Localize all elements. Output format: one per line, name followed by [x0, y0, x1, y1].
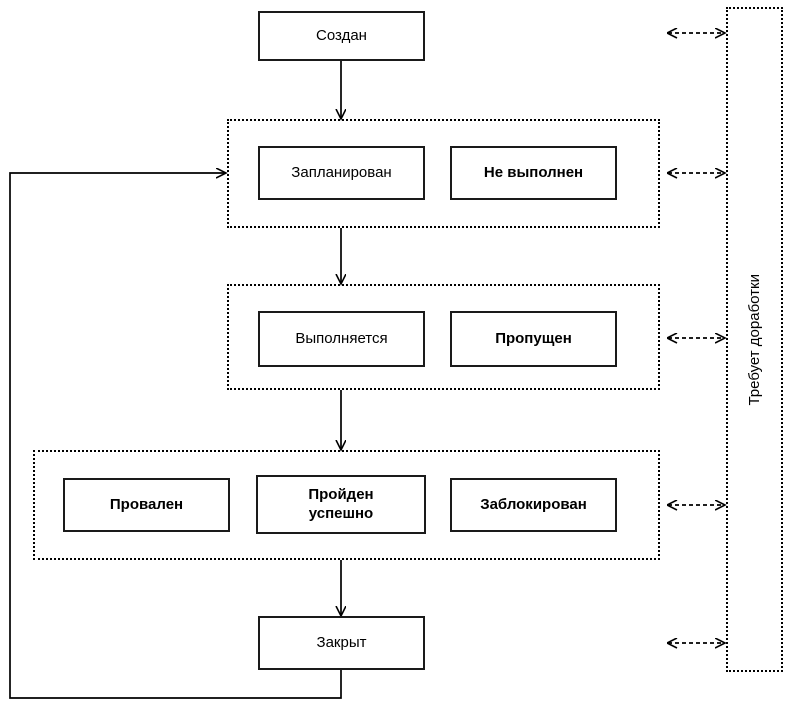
state-box-in-progress[interactable]: Выполняется	[258, 311, 425, 367]
rework-panel[interactable]: Требует доработки	[726, 7, 783, 672]
state-box-closed[interactable]: Закрыт	[258, 616, 425, 670]
group-in-progress-container	[227, 284, 660, 390]
group-results-container	[33, 450, 660, 560]
edge-closed-to-planned-loop	[9, 173, 342, 699]
group-planned-container	[227, 119, 660, 228]
state-box-passed[interactable]: Пройден успешно	[256, 475, 426, 534]
state-box-created[interactable]: Создан	[258, 11, 425, 61]
state-box-skipped[interactable]: Пропущен	[450, 311, 617, 367]
state-box-planned[interactable]: Запланирован	[258, 146, 425, 200]
rework-panel-label: Требует доработки	[746, 273, 763, 406]
state-box-not-executed[interactable]: Не выполнен	[450, 146, 617, 200]
state-box-blocked[interactable]: Заблокирован	[450, 478, 617, 532]
state-box-failed[interactable]: Провален	[63, 478, 230, 532]
